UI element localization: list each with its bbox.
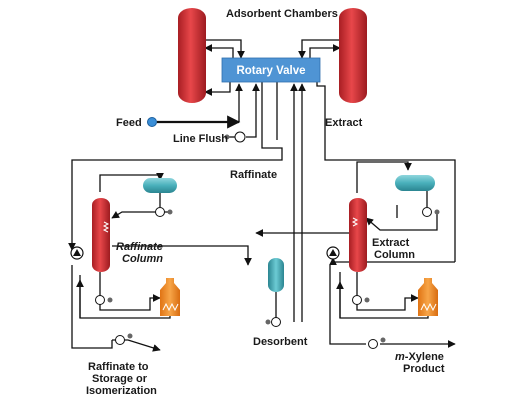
rotary-valve: Rotary Valve: [221, 57, 321, 83]
raffinate-bottoms-pump: [95, 295, 113, 305]
extract-column-label-line2: Column: [374, 249, 415, 261]
feed-inlet: [147, 117, 157, 127]
extract-column-label-line1: Extract: [372, 237, 410, 249]
extract-reboiler: [418, 278, 438, 316]
raffinate-reflux-drum: [143, 178, 177, 217]
adsorbent-chamber-left: [178, 8, 206, 103]
raffinate-product-label-line3: Isomerization: [86, 385, 157, 397]
raffinate-label: Raffinate: [230, 169, 277, 181]
desorbent-label: Desorbent: [253, 336, 308, 348]
raffinate-column-label-line2: Column: [122, 253, 163, 265]
mxylene-product-valve: [368, 337, 386, 349]
line-flush-pump: [224, 131, 246, 143]
mxylene-product-label-line1: m-Xylene: [395, 351, 444, 363]
flow-lines: [68, 39, 456, 352]
raffinate-product-valve: [115, 333, 133, 345]
raffinate-reboiler: [160, 278, 180, 316]
desorbent-drum: [265, 258, 284, 327]
extract-bottoms-pump: [352, 295, 370, 305]
extract-label: Extract: [325, 117, 363, 129]
raffinate-column-label-line1: Raffinate: [116, 241, 163, 253]
raffinate-product-label-line1: Raffinate to: [88, 361, 149, 373]
extract-reflux-drum: [395, 175, 440, 217]
mxylene-product-label-line2: Product: [403, 363, 445, 375]
feed-label: Feed: [116, 117, 142, 129]
raffinate-product-label-line2: Storage or: [92, 373, 148, 385]
line-flush-label: Line Flush: [173, 133, 228, 145]
raffinate-column: [92, 198, 110, 272]
raffinate-pump: [70, 246, 84, 260]
adsorbent-chambers-label: Adsorbent Chambers: [226, 8, 338, 20]
extract-column: [349, 198, 367, 272]
adsorbent-chamber-right: [339, 8, 367, 103]
extract-pump: [326, 246, 340, 260]
rotary-valve-label: Rotary Valve: [236, 65, 305, 77]
